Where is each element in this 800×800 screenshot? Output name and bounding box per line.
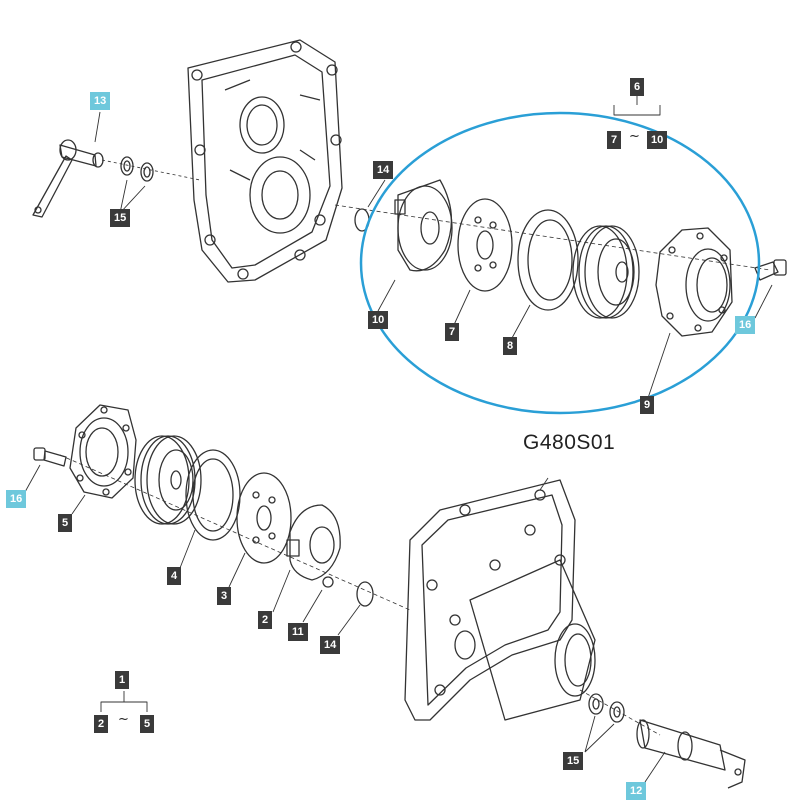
callout-16-top: 16 [735, 316, 756, 334]
washers-15-bottom [588, 693, 625, 723]
plate-7 [457, 198, 513, 292]
callout-7: 7 [445, 323, 460, 341]
lever-12-bottom [636, 719, 746, 789]
callout-16-bottom: 16 [6, 490, 27, 508]
callout-6: 6 [630, 78, 645, 96]
callout-1: 1 [115, 671, 130, 689]
housing-cover-top [187, 39, 343, 283]
disc-2 [286, 504, 341, 581]
callout-12: 12 [626, 782, 647, 800]
callout-15-top: 15 [110, 209, 131, 227]
callout-2-range: 2 [94, 715, 109, 733]
lever-13-top [32, 139, 201, 218]
clutch-drum [572, 225, 640, 319]
disc-10 [394, 179, 453, 272]
range-tilde-top: ~ [629, 129, 640, 144]
callout-5: 5 [58, 514, 73, 532]
callout-14-bottom: 14 [320, 636, 341, 654]
flange-9 [655, 227, 733, 337]
callout-10: 10 [368, 311, 389, 329]
callout-7-range: 7 [607, 131, 622, 149]
housing-bottom [404, 479, 596, 721]
callout-15-bottom: 15 [563, 752, 584, 770]
washers-15-top [120, 156, 154, 182]
callout-9: 9 [640, 396, 655, 414]
callout-13-top: 13 [90, 92, 111, 110]
ball-11 [322, 576, 334, 588]
callout-3: 3 [217, 587, 232, 605]
highlight-ellipse [359, 111, 761, 415]
flange-5 [69, 404, 137, 499]
callout-10-range: 10 [647, 131, 668, 149]
callout-2: 2 [258, 611, 273, 629]
plate-3 [236, 472, 292, 564]
callout-5-range: 5 [140, 715, 155, 733]
clutch-drum-bottom [134, 435, 202, 525]
snap-ring-14-bottom [356, 581, 374, 607]
callout-8: 8 [503, 337, 518, 355]
callout-4: 4 [167, 567, 182, 585]
callout-11: 11 [288, 623, 308, 641]
range-tilde-bottom: ~ [118, 712, 129, 727]
callout-14-top: 14 [373, 161, 394, 179]
drawing-code: G480S01 [523, 431, 616, 454]
friction-ring-4 [185, 449, 241, 541]
friction-ring-8 [517, 209, 579, 311]
bolt-16-bottom [33, 447, 67, 467]
